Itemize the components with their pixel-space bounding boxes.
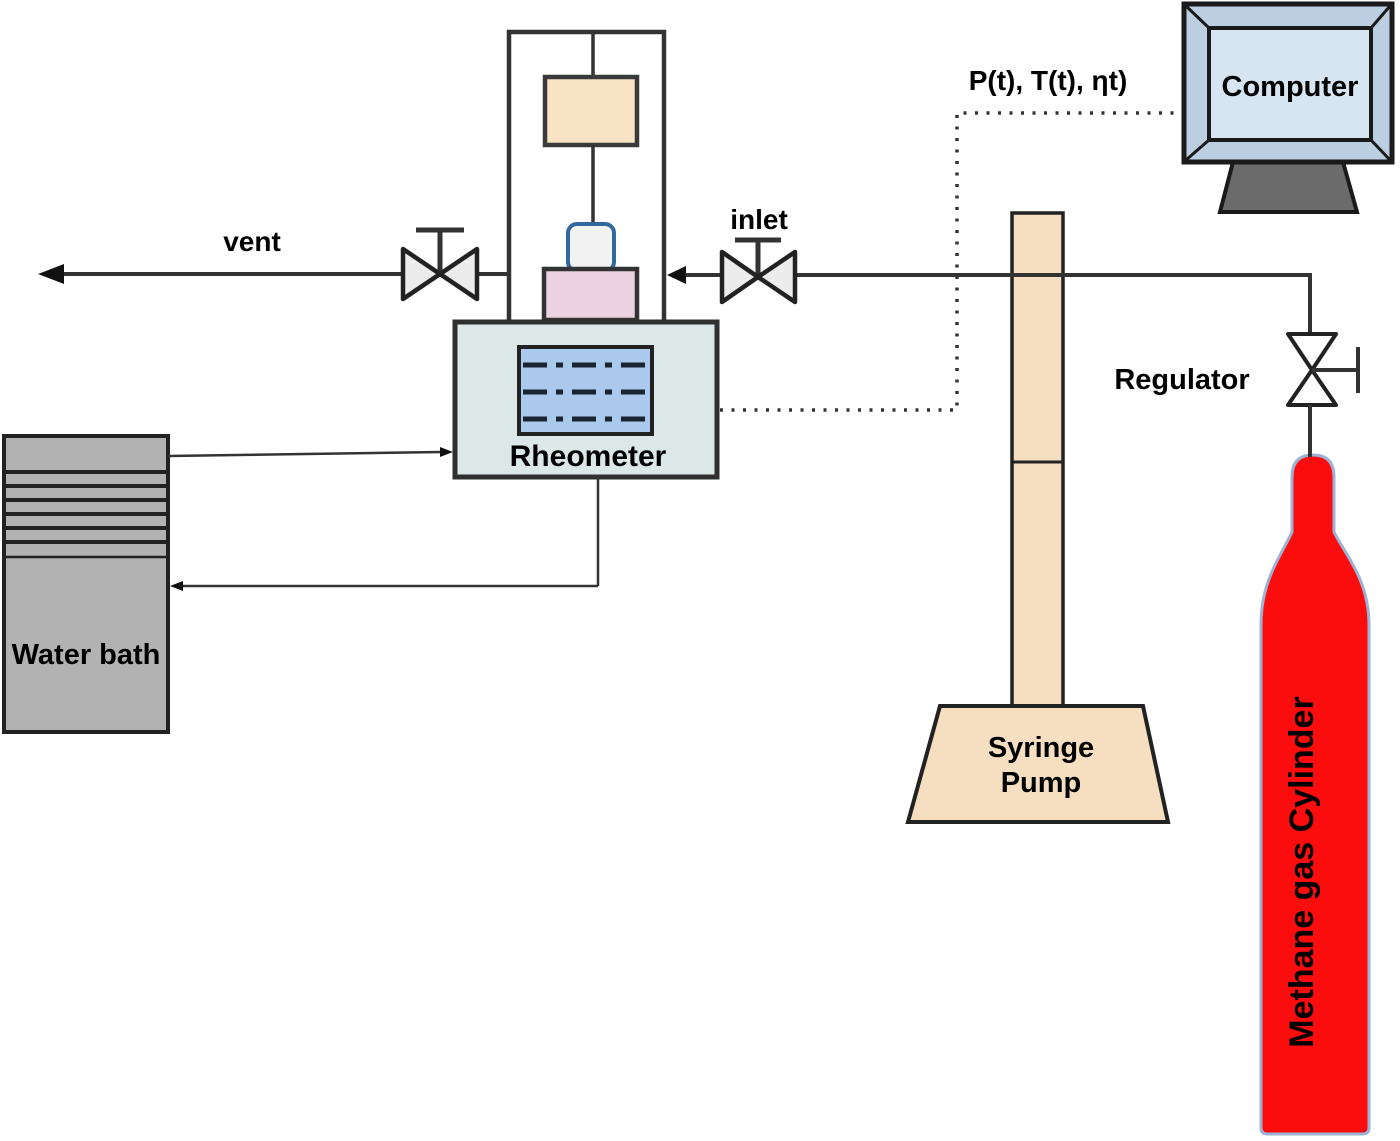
water-bath-connections bbox=[167, 447, 600, 591]
rheometer-label: Rheometer bbox=[510, 440, 667, 473]
vent-arrowhead-icon bbox=[38, 264, 64, 284]
sample-hatch-lines bbox=[523, 362, 648, 422]
syringe-pump-label-line1: Syringe bbox=[988, 732, 1094, 764]
motor-box bbox=[542, 74, 640, 148]
computer: Computer bbox=[1181, 1, 1395, 214]
water-bath-coil-stripes bbox=[6, 470, 166, 559]
inlet-valve-icon bbox=[755, 249, 798, 305]
inlet-label: inlet bbox=[730, 204, 788, 235]
inlet-arrowhead-icon bbox=[667, 266, 686, 284]
water-return-arrowhead-icon bbox=[170, 581, 183, 591]
rheometer-tower bbox=[506, 29, 667, 327]
vent-label: vent bbox=[223, 226, 281, 257]
regulator-valve-icon bbox=[1286, 368, 1338, 407]
inlet-valve-icon bbox=[719, 249, 761, 305]
monitor-bevel-lines bbox=[1184, 4, 1392, 162]
water-supply-line bbox=[167, 450, 442, 458]
vent-valve-icon bbox=[437, 246, 480, 302]
signal-line-group: P(t), T(t), ηt) bbox=[720, 65, 1181, 412]
water-bath-body bbox=[2, 434, 170, 734]
vent-line-group: vent bbox=[38, 226, 509, 302]
syringe-pump-label-line2: Pump bbox=[1001, 767, 1082, 799]
measuring-head bbox=[566, 222, 616, 273]
syringe-pump-base bbox=[905, 704, 1171, 824]
water-bath: Water bath bbox=[2, 434, 170, 734]
regulator-label: Regulator bbox=[1114, 364, 1249, 396]
water-bath-label: Water bath bbox=[12, 639, 161, 671]
computer-label: Computer bbox=[1222, 71, 1359, 103]
monitor-stand bbox=[1217, 160, 1360, 214]
vent-valve-icon bbox=[400, 246, 443, 302]
gas-line-group: inlet Regulator bbox=[667, 204, 1360, 457]
monitor-screen bbox=[1207, 26, 1373, 142]
syringe-pump-column bbox=[1010, 211, 1065, 709]
methane-gas-cylinder: Methane gas Cylinder bbox=[1259, 453, 1371, 1136]
signal-dotted-line bbox=[720, 111, 1181, 412]
signals-label: P(t), T(t), ηt) bbox=[969, 65, 1128, 96]
rheometer: Rheometer bbox=[452, 319, 720, 480]
syringe-pump: Syringe Pump bbox=[905, 211, 1171, 824]
methane-cylinder-label: Methane gas Cylinder bbox=[1283, 696, 1321, 1047]
cylinder-body bbox=[1259, 453, 1371, 1136]
water-supply-arrowhead-icon bbox=[440, 447, 453, 457]
regulator-valve-icon bbox=[1286, 332, 1338, 372]
pressure-cell bbox=[541, 266, 640, 323]
